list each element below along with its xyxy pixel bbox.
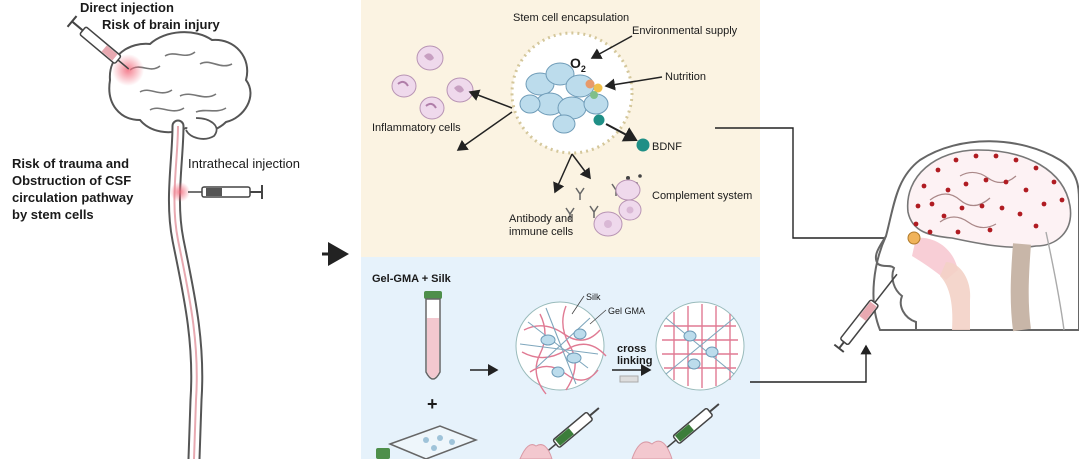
trauma-risk-line-3: circulation pathway	[12, 190, 134, 205]
crosslinking-line-1: cross	[617, 343, 646, 355]
nutrition-arrow	[604, 76, 663, 91]
capsule-to-antibody-arrow	[553, 153, 573, 194]
nutrition-particles	[585, 79, 603, 99]
capsule-to-lower-left-arrow	[456, 111, 513, 151]
crosslinked-hydrogel-mesh	[655, 301, 745, 391]
environmental-supply-arrow	[590, 35, 633, 59]
encapsulated-stem-cells	[519, 62, 609, 134]
antibody-and-immune-cells	[565, 183, 642, 237]
antibody-line-1: Antibody and	[509, 213, 573, 225]
inflammatory-cells	[391, 45, 474, 120]
intranasal-syringe	[833, 273, 898, 353]
crosslinking-line-2: linking	[617, 355, 652, 367]
spinal-injection-glow	[170, 182, 190, 202]
capsule-to-inflammatory-arrow	[468, 89, 513, 109]
bdnf-arrow	[605, 123, 638, 142]
gel-gma-leader-line	[589, 309, 607, 325]
environmental-supply-label: Environmental supply	[632, 25, 738, 37]
inflammatory-cells-label: Inflammatory cells	[372, 122, 461, 134]
oxygen-symbol: O	[570, 55, 581, 71]
gel-syringe-right	[666, 403, 720, 449]
uv-light-icon	[619, 375, 639, 383]
gel-blob-left	[519, 444, 553, 459]
bdnf-to-head-connector	[715, 127, 908, 244]
gel-gma-label: Gel GMA	[608, 306, 645, 316]
oxygen-subscript: 2	[581, 64, 586, 74]
test-tube	[424, 291, 442, 380]
complement-system-particles	[615, 174, 642, 201]
plus-sign: +	[427, 394, 438, 414]
capsule-to-complement-arrow	[571, 153, 591, 180]
complement-system-label: Complement system	[652, 190, 752, 202]
bdnf-particle	[636, 138, 650, 152]
bdnf-label: BDNF	[652, 141, 682, 153]
uncrosslinked-hydrogel-mesh	[515, 301, 607, 395]
direct-injection-syringe	[66, 15, 130, 70]
gel-blob-right	[631, 440, 673, 459]
intrathecal-injection-label: Intrathecal injection	[188, 156, 300, 171]
bdnf-distribution-dots	[913, 153, 1065, 235]
brain-spine-illustration	[108, 31, 252, 459]
materials-label: Gel-GMA + Silk	[372, 273, 452, 285]
silk-label: Silk	[586, 292, 601, 302]
cell-culture-flask	[376, 425, 479, 459]
direct-injection-label: Direct injection	[80, 0, 174, 15]
silk-leader-line	[571, 295, 585, 315]
stem-cell-encapsulation-label: Stem cell encapsulation	[513, 12, 629, 24]
oxygen-label: O2	[570, 55, 586, 74]
nutrition-label: Nutrition	[665, 71, 706, 83]
trauma-risk-line-2: Obstruction of CSF	[12, 173, 131, 188]
olfactory-bulb-highlight	[907, 231, 921, 245]
trauma-risk-line-1: Risk of trauma and	[12, 156, 129, 171]
bdnf-particle-inner	[593, 114, 605, 126]
antibody-line-2: immune cells	[509, 226, 574, 238]
head-illustration	[872, 140, 1079, 332]
trauma-risk-line-4: by stem cells	[12, 207, 94, 222]
intrathecal-syringe	[188, 185, 263, 199]
brain-injury-risk-label: Risk of brain injury	[102, 17, 221, 32]
hydrogel-to-head-connector	[750, 344, 872, 383]
